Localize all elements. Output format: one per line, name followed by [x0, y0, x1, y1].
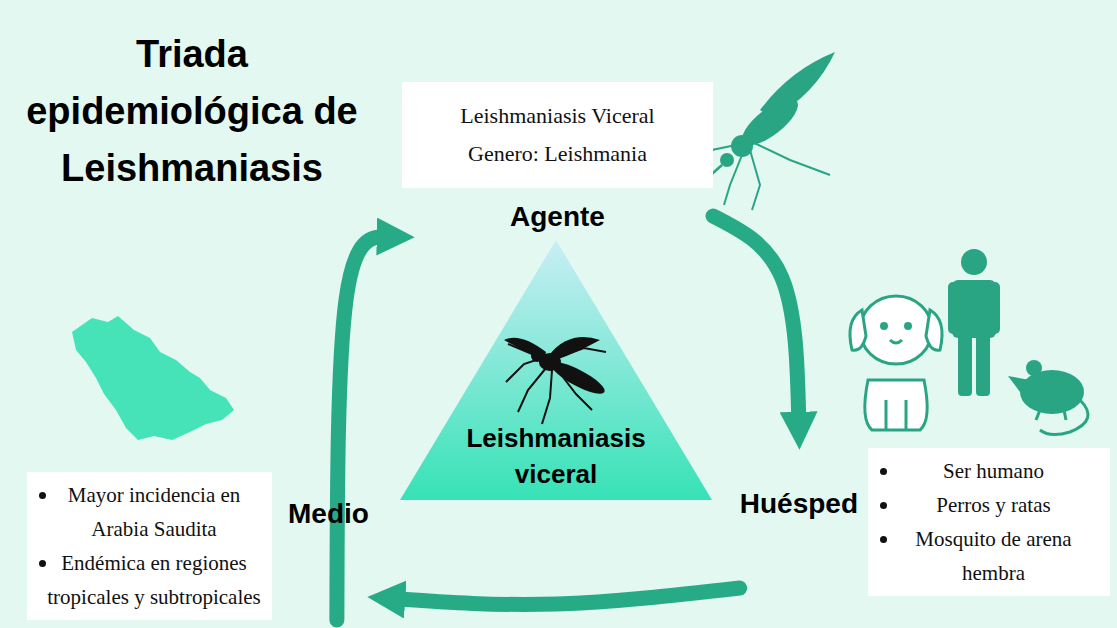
info-box: Ser humanoPerros y ratasMosquito de aren… [868, 448, 1110, 596]
list-text: Mosquito de arena hembra [887, 522, 1100, 590]
list-item: Ser humano [880, 454, 1100, 488]
triad-label: Agente [510, 200, 605, 234]
list-text: Perros y ratas [887, 488, 1100, 522]
list-item: Mayor incidencia en Arabia Saudita [39, 478, 262, 546]
list-text: Mayor incidencia en Arabia Saudita [46, 478, 262, 546]
triad-label: Medio [288, 498, 369, 530]
cycle-arrow [713, 216, 799, 423]
info-text: Genero: Leishmania [412, 135, 703, 173]
triad-label: Huésped [740, 488, 858, 520]
mosquito-icon [700, 52, 835, 210]
medio-node: Mayor incidencia en Arabia SauditaEndémi… [27, 472, 369, 620]
cycle-arrow [394, 588, 740, 604]
agente-node: Leishmaniasis ViceralGenero: LeishmaniaA… [402, 82, 713, 234]
bullet [39, 560, 46, 567]
triangle [400, 240, 712, 500]
list-text: Endémica en regiones tropicales y subtro… [46, 546, 262, 614]
huesped-node: Huésped Ser humanoPerros y ratasMosquito … [740, 448, 1110, 596]
info-text: Leishmaniasis Viceral [412, 97, 703, 135]
bullet [880, 502, 887, 509]
tri-node: Leishmaniasis viceral [400, 240, 712, 500]
diagram-title: Triada epidemiológica de Leishmaniasis [22, 26, 362, 197]
info-box: Mayor incidencia en Arabia SauditaEndémi… [27, 472, 272, 620]
center-label: Leishmaniasis viceral [441, 420, 671, 492]
list-item: Mosquito de arena hembra [880, 522, 1100, 590]
bullet [880, 468, 887, 475]
bullet [880, 536, 887, 543]
cycle-arrow [337, 237, 388, 620]
list-item: Endémica en regiones tropicales y subtro… [39, 546, 262, 614]
saudi-arabia-map [72, 316, 234, 440]
human-icon [948, 249, 1000, 396]
list-text: Ser humano [887, 454, 1100, 488]
rat-icon [1008, 360, 1088, 435]
mosquito-silhouette [504, 337, 608, 424]
bullet [39, 492, 46, 499]
info-box: Leishmaniasis ViceralGenero: Leishmania [402, 82, 713, 188]
list-item: Perros y ratas [880, 488, 1100, 522]
dog-icon [850, 296, 942, 430]
